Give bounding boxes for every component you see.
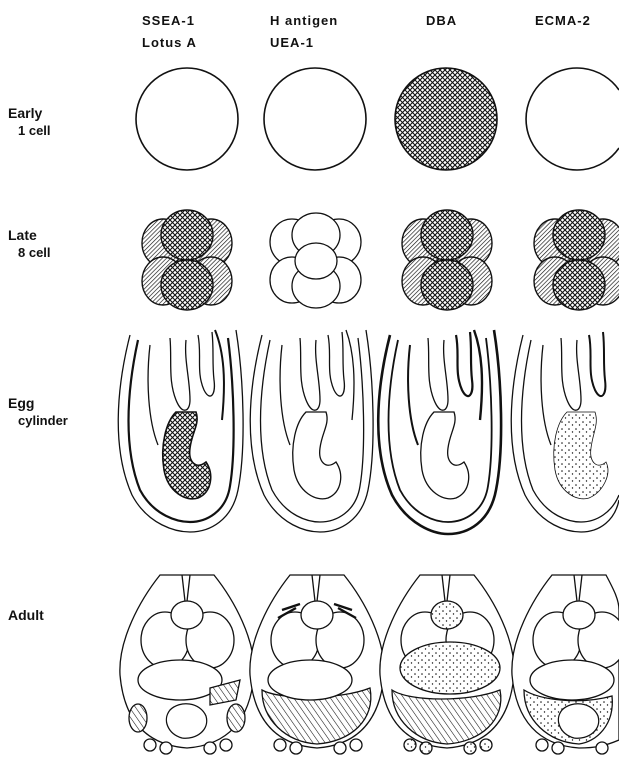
egg-cylinder-dba (378, 330, 501, 534)
one-cell-embryo-h-antigen (264, 68, 366, 170)
stained-region-ecma2 (554, 412, 608, 499)
egg-cylinder-h-antigen (250, 330, 373, 532)
adult-dba (380, 575, 514, 754)
adult-ecma2 (512, 575, 619, 754)
eight-cell-embryo-h-antigen (270, 213, 361, 308)
eight-cell-embryo-dba (402, 210, 492, 310)
egg-cylinder-ssea1 (118, 330, 243, 532)
one-cell-embryo-ecma2 (526, 68, 619, 170)
adult-h-antigen (250, 575, 384, 754)
eight-cell-embryo-ssea1 (142, 210, 232, 310)
one-cell-embryo-dba (395, 68, 497, 170)
stained-region-ssea1 (163, 412, 211, 499)
adult-ssea1 (120, 575, 254, 754)
one-cell-embryo-ssea1 (136, 68, 238, 170)
egg-cylinder-ecma2 (511, 332, 619, 532)
eight-cell-embryo-ecma2 (534, 210, 619, 310)
